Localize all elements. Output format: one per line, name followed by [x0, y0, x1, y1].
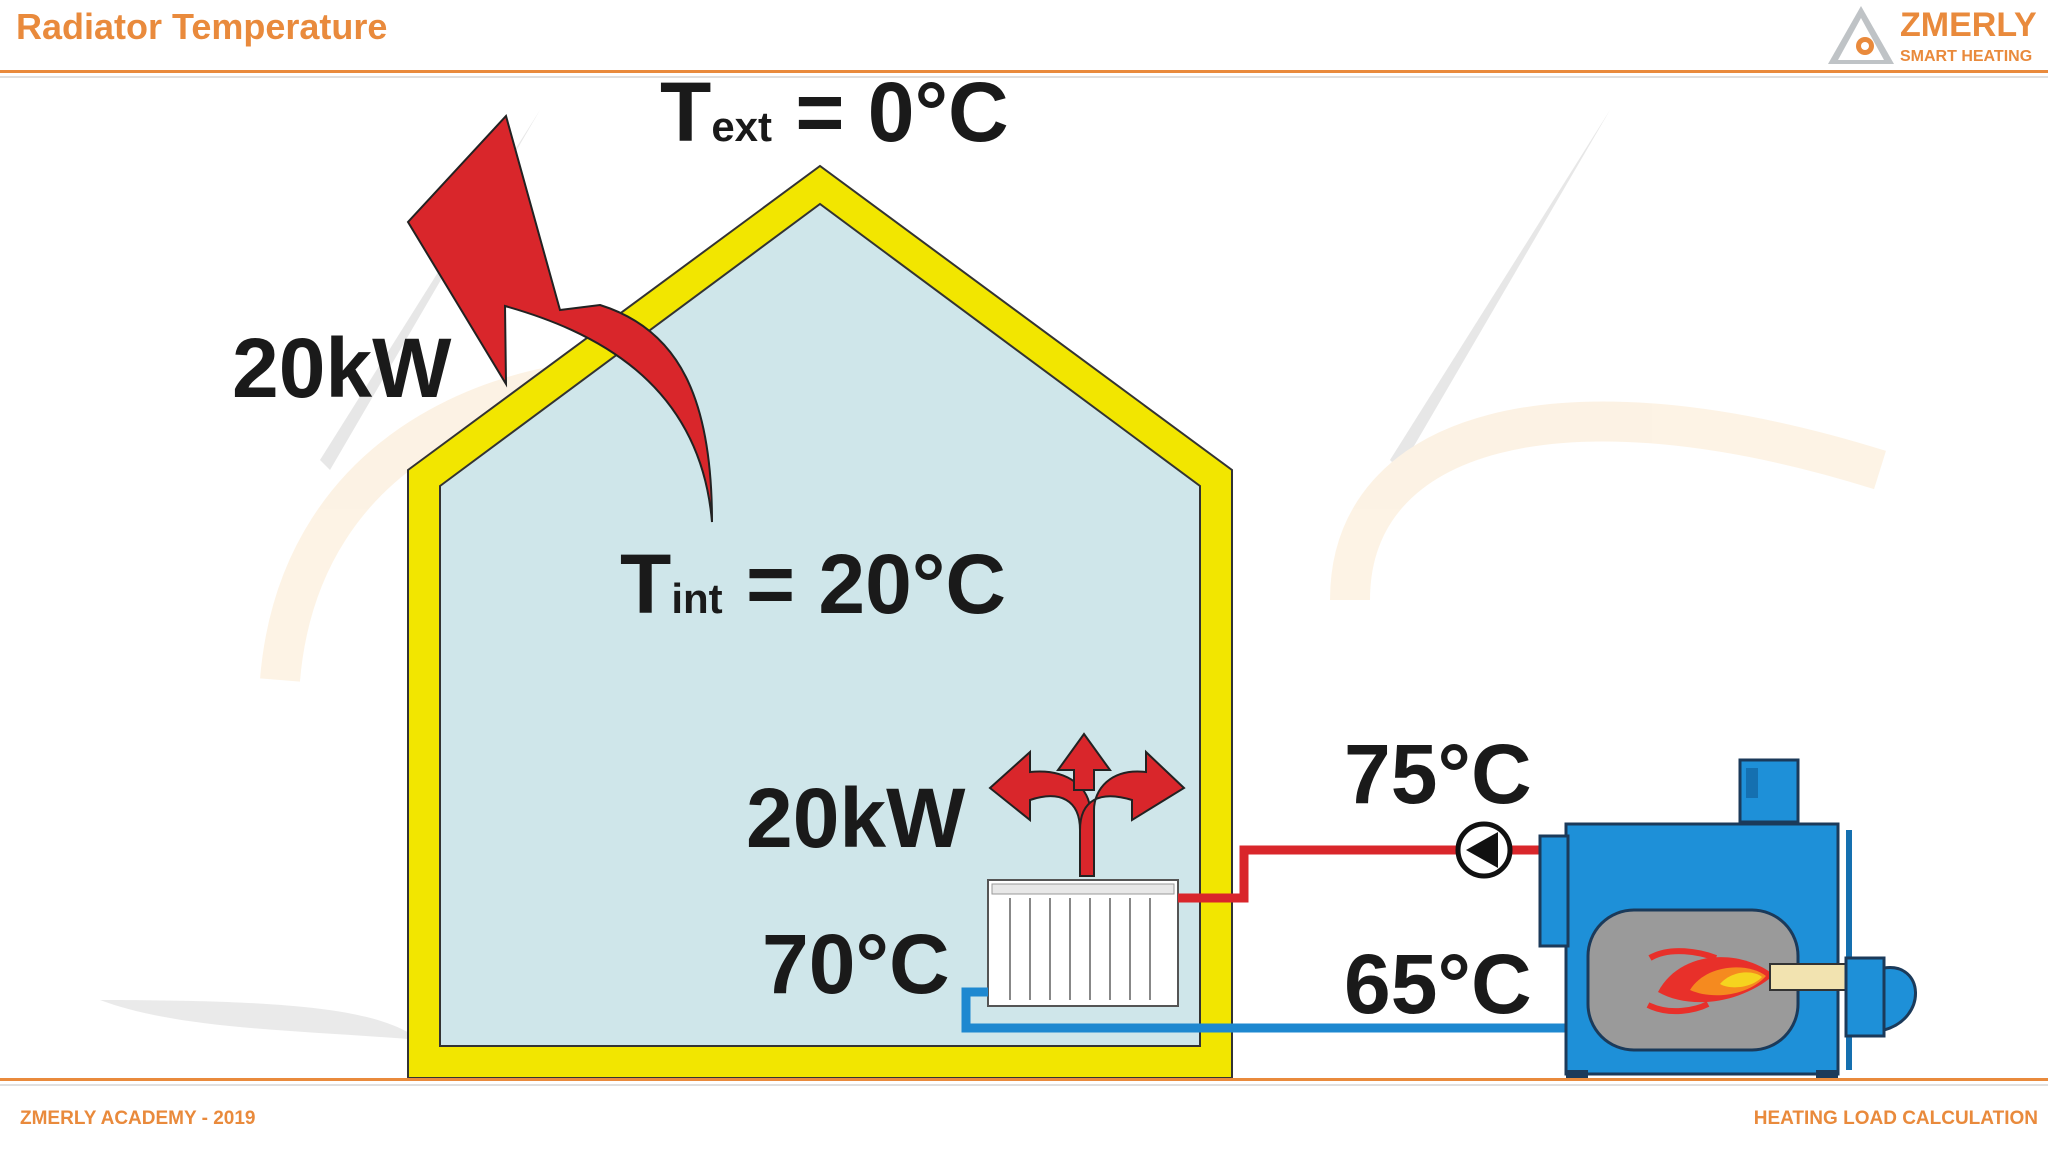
house: [407, 164, 1233, 1079]
page-title: Radiator Temperature: [16, 6, 388, 47]
supply-pipe: [1178, 845, 1572, 903]
footer-divider-shadow: [0, 1084, 2048, 1086]
supply-temperature-label: 75°C: [1344, 727, 1532, 821]
boiler: [1538, 758, 1917, 1078]
pump-icon: [1455, 821, 1513, 879]
footer-divider: [0, 1078, 2048, 1081]
heat-loss-label: 20kW: [232, 321, 452, 415]
zmerly-logo: ZMERLY SMART HEATING: [1826, 4, 2040, 68]
radiator-output-label: 20kW: [746, 771, 966, 865]
return-pipe: [961, 987, 1572, 1033]
flame-icon: [1646, 948, 1774, 1015]
logo-mark-icon: [1828, 6, 1894, 64]
footer-left-text: ZMERLY ACADEMY - 2019: [20, 1108, 256, 1129]
radiator-heat-arrows: [988, 732, 1186, 877]
footer-right-text: HEATING LOAD CALCULATION: [1753, 1108, 2038, 1129]
logo-name: ZMERLY: [1900, 6, 2037, 44]
heat-loss-arrow: [406, 114, 713, 523]
house-interior: [439, 202, 1201, 1047]
return-temperature-label: 65°C: [1344, 937, 1532, 1031]
header-divider-shadow: [0, 76, 2048, 78]
exterior-temperature-label: Text = 0°C: [660, 65, 1009, 159]
radiator-temperature-label: 70°C: [762, 917, 950, 1011]
logo-tagline: SMART HEATING: [1900, 48, 2033, 65]
interior-temperature-label: Tint = 20°C: [620, 537, 1007, 631]
radiator: [987, 879, 1179, 1007]
header-divider: [0, 70, 2048, 73]
